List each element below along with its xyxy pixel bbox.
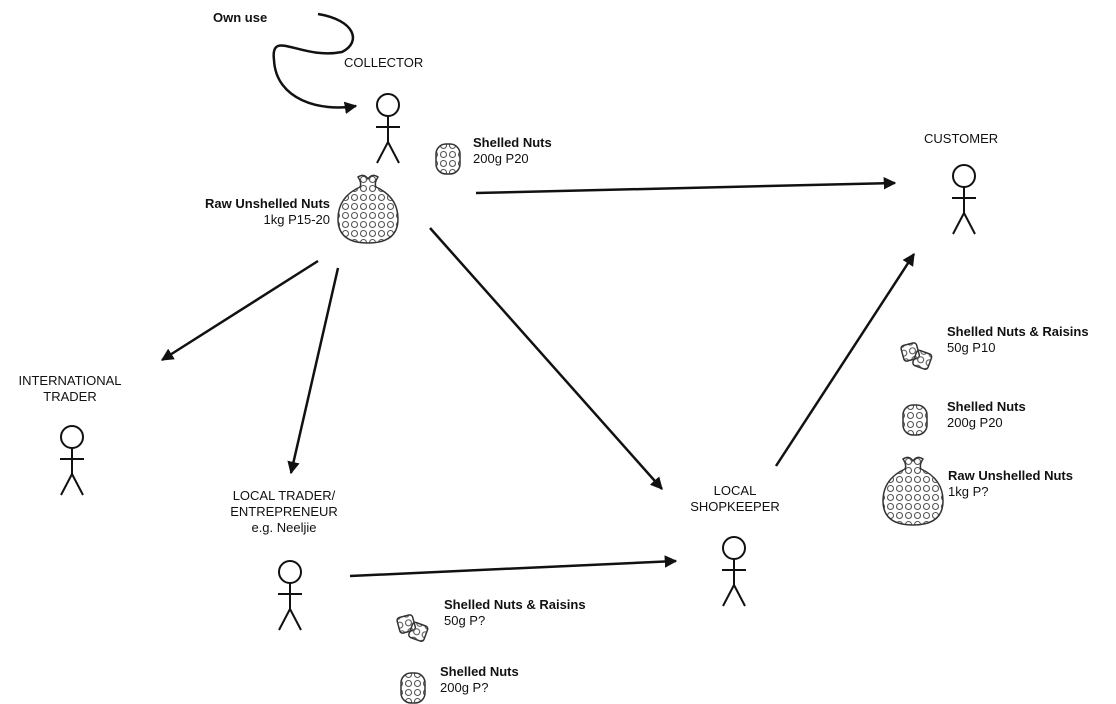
arrow-collector-to-local-trader — [287, 267, 340, 475]
raw-nuts-bag-icon — [337, 174, 399, 244]
collector-shelled-nuts-label: Shelled Nuts 200g P20 — [473, 135, 552, 167]
trader-nuts-raisins-detail: 50g P? — [444, 613, 486, 628]
trader-nuts-raisins-name: Shelled Nuts & Raisins — [444, 597, 586, 612]
shop-raw-nuts-label: Raw Unshelled Nuts 1kg P? — [948, 468, 1073, 500]
trader-shelled-nuts-name: Shelled Nuts — [440, 664, 519, 679]
collector-shelled-nuts-detail: 200g P20 — [473, 151, 529, 166]
arrow-collector-to-customer — [475, 177, 897, 195]
own-use-loop-arrow — [272, 12, 358, 115]
local-trader-line3: e.g. Neeljie — [251, 520, 317, 535]
collector-shelled-nuts-icon — [435, 143, 461, 175]
trader-nuts-raisins-icon — [396, 614, 429, 642]
international-trader-line1: INTERNATIONAL — [18, 373, 122, 388]
arrow-shopkeeper-to-customer — [774, 252, 916, 467]
shop-raw-nuts-detail: 1kg P? — [948, 484, 989, 499]
shopkeeper-line1: LOCAL — [713, 483, 757, 498]
shopkeeper-label: LOCAL SHOPKEEPER — [680, 483, 790, 515]
own-use-label: Own use — [213, 10, 268, 25]
trader-shelled-nuts-icon — [400, 672, 426, 704]
shop-nuts-raisins-detail: 50g P10 — [947, 340, 996, 355]
collector-label: COLLECTOR — [344, 55, 424, 70]
international-trader-figure — [60, 425, 84, 496]
local-trader-figure — [278, 560, 302, 631]
shop-shelled-nuts-detail: 200g P20 — [947, 415, 1003, 430]
arrow-collector-to-shopkeeper — [429, 227, 663, 490]
collector-raw-nuts-detail: 1kg P15-20 — [263, 212, 331, 227]
international-trader-label: INTERNATIONAL TRADER — [10, 373, 130, 405]
shop-nuts-raisins-name: Shelled Nuts & Raisins — [947, 324, 1089, 339]
arrow-local-trader-to-shopkeeper — [349, 555, 678, 578]
shop-nuts-raisins-label: Shelled Nuts & Raisins 50g P10 — [947, 324, 1089, 356]
trader-shelled-nuts-detail: 200g P? — [440, 680, 489, 695]
customer-figure — [952, 164, 976, 235]
shop-raw-nuts-bag-icon — [882, 456, 944, 526]
shopkeeper-line2: SHOPKEEPER — [690, 499, 780, 514]
shop-shelled-nuts-name: Shelled Nuts — [947, 399, 1026, 414]
collector-raw-nuts-label: Raw Unshelled Nuts 1kg P15-20 — [140, 196, 330, 228]
shopkeeper-figure — [722, 536, 746, 607]
shop-shelled-nuts-label: Shelled Nuts 200g P20 — [947, 399, 1026, 431]
local-trader-label: LOCAL TRADER/ ENTREPRENEUR e.g. Neeljie — [224, 488, 344, 536]
collector-figure — [376, 93, 400, 164]
trader-shelled-nuts-label: Shelled Nuts 200g P? — [440, 664, 519, 696]
collector-raw-nuts-name: Raw Unshelled Nuts — [205, 196, 330, 211]
arrow-collector-to-international — [160, 259, 319, 362]
local-trader-line2: ENTREPRENEUR — [230, 504, 338, 519]
customer-label: CUSTOMER — [924, 131, 999, 146]
collector-shelled-nuts-name: Shelled Nuts — [473, 135, 552, 150]
shop-raw-nuts-name: Raw Unshelled Nuts — [948, 468, 1073, 483]
shop-nuts-raisins-icon — [900, 342, 933, 370]
trader-nuts-raisins-label: Shelled Nuts & Raisins 50g P? — [444, 597, 586, 629]
international-trader-line2: TRADER — [43, 389, 97, 404]
local-trader-line1: LOCAL TRADER/ — [232, 488, 336, 503]
shop-shelled-nuts-icon — [902, 404, 928, 436]
